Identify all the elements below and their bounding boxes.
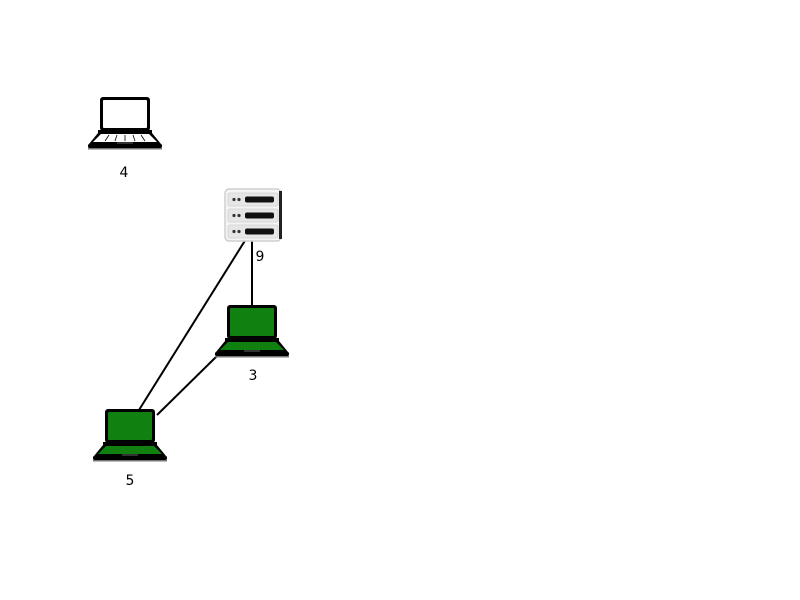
edges — [138, 238, 253, 416]
edge-9-5 — [138, 238, 247, 411]
node-9[interactable]: 9 — [224, 188, 283, 265]
node-5[interactable]: 5 — [93, 409, 167, 489]
server-icon — [224, 188, 283, 242]
node-4[interactable]: 4 — [87, 96, 163, 181]
node-label: 9 — [256, 249, 265, 265]
node-label: 4 — [120, 165, 129, 181]
laptop-icon — [215, 305, 289, 358]
laptop-icon — [87, 96, 163, 150]
edge-3-5 — [156, 355, 218, 416]
laptop-icon — [93, 409, 167, 462]
node-label: 5 — [126, 473, 135, 489]
node-3[interactable]: 3 — [215, 305, 289, 384]
node-label: 3 — [249, 368, 258, 384]
